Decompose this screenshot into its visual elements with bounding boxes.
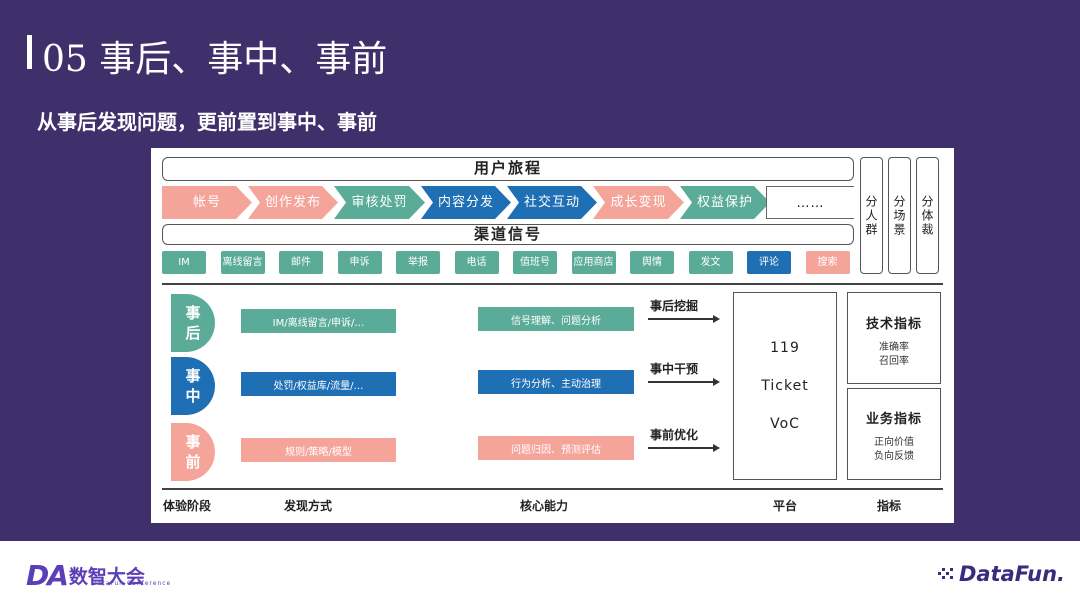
- da-logo-subtitle: DataFun Conference: [92, 580, 172, 587]
- channel-chip: 邮件: [279, 251, 323, 274]
- business-metric-line-2: 负向反馈: [874, 451, 914, 462]
- phase-label: 事中: [185, 367, 201, 405]
- slide-subtitle: 从事后发现问题，更前置到事中、事前: [37, 110, 377, 134]
- phase-label: 事后: [185, 304, 201, 342]
- datafun-logo: DataFun.: [938, 562, 1065, 586]
- business-metric-box: 业务指标 正向价值 负向反馈: [847, 388, 941, 480]
- journey-title: 用户旅程: [162, 157, 854, 181]
- journey-stage: 权益保护: [680, 186, 770, 219]
- journey-stage: 创作发布: [248, 186, 338, 219]
- tech-metric-box: 技术指标 准确率 召回率: [847, 292, 941, 384]
- channel-chip: 舆情: [630, 251, 674, 274]
- da-logo-name: 数智大会: [68, 566, 145, 588]
- arrow-head-icon: [713, 378, 720, 386]
- channel-title: 渠道信号: [162, 224, 854, 245]
- journey-stage: 帐号: [162, 186, 252, 219]
- slide-background: 05 事后、事中、事前 从事后发现问题，更前置到事中、事前 用户旅程 帐号创作发…: [0, 0, 1080, 541]
- platform-ticket: Ticket: [761, 378, 809, 394]
- journey-stage: 内容分发: [421, 186, 511, 219]
- segment-box: 分人群: [860, 157, 883, 274]
- axis-label-platform: 平台: [773, 499, 798, 513]
- divider-bottom: [162, 488, 943, 490]
- phase-badge: 事后: [171, 294, 215, 352]
- channel-chip: 搜索: [805, 251, 850, 274]
- arrow-line: [648, 318, 718, 320]
- discovery-method: 处罚/权益库/流量/…: [241, 372, 396, 396]
- segment-box: 分体裁: [916, 157, 939, 274]
- platform-voc: VoC: [770, 416, 800, 432]
- axis-label-stage: 体验阶段: [163, 499, 212, 513]
- channel-chip: IM: [162, 251, 206, 274]
- framework-diagram: 用户旅程 帐号创作发布审核处罚内容分发社交互动成长变现权益保护…… 分人群分场景…: [151, 148, 954, 523]
- journey-stage: 社交互动: [507, 186, 597, 219]
- arrow-label: 事前优化: [650, 428, 699, 442]
- channel-chip: 电话: [454, 251, 499, 274]
- channel-chip: 离线留言: [220, 251, 265, 274]
- platform-119: 119: [770, 340, 800, 356]
- divider-top: [162, 283, 943, 285]
- datafun-dots-icon: [938, 568, 953, 579]
- core-capability: 行为分析、主动治理: [478, 370, 634, 394]
- discovery-method: IM/离线留言/申诉/…: [241, 309, 396, 333]
- business-metric-title: 业务指标: [865, 412, 922, 427]
- tech-metric-line-1: 准确率: [879, 342, 909, 353]
- da-logo-mark: DA: [26, 559, 69, 592]
- channel-chip: 应用商店: [571, 251, 616, 274]
- channel-chip: 发文: [688, 251, 733, 274]
- discovery-method: 规则/策略/模型: [241, 438, 396, 462]
- datafun-logo-name: DataFun.: [959, 562, 1066, 586]
- platform-box: 119 Ticket VoC: [733, 292, 837, 480]
- journey-stage: 成长变现: [593, 186, 684, 219]
- arrow-line: [648, 381, 718, 383]
- axis-label-capability: 核心能力: [520, 499, 569, 513]
- tech-metric-line-2: 召回率: [879, 356, 909, 367]
- core-capability: 信号理解、问题分析: [478, 307, 634, 331]
- arrow-head-icon: [713, 315, 720, 323]
- phase-badge: 事中: [171, 357, 215, 415]
- arrow-head-icon: [713, 444, 720, 452]
- segment-box: 分场景: [888, 157, 911, 274]
- channel-chip: 值班号: [513, 251, 557, 274]
- channel-chip: 评论: [747, 251, 791, 274]
- tech-metric-title: 技术指标: [865, 317, 922, 332]
- channel-chip: 举报: [396, 251, 440, 274]
- datafun-conference-logo: DA 数智大会 DataFun Conference: [26, 559, 170, 592]
- journey-stage: ……: [766, 186, 854, 219]
- axis-label-metric: 指标: [877, 499, 902, 513]
- channel-chip: 申诉: [337, 251, 382, 274]
- business-metric-line-1: 正向价值: [874, 437, 914, 448]
- phase-badge: 事前: [171, 423, 215, 481]
- phase-label: 事前: [185, 433, 201, 471]
- arrow-line: [648, 447, 718, 449]
- slide-title: 05 事后、事中、事前: [42, 39, 388, 80]
- core-capability: 问题归因、预测评估: [478, 436, 634, 460]
- axis-label-method: 发现方式: [284, 499, 333, 513]
- journey-stage: 审核处罚: [334, 186, 425, 219]
- arrow-label: 事中干预: [650, 362, 699, 376]
- arrow-label: 事后挖掘: [650, 299, 699, 313]
- title-accent-bar: [27, 35, 32, 69]
